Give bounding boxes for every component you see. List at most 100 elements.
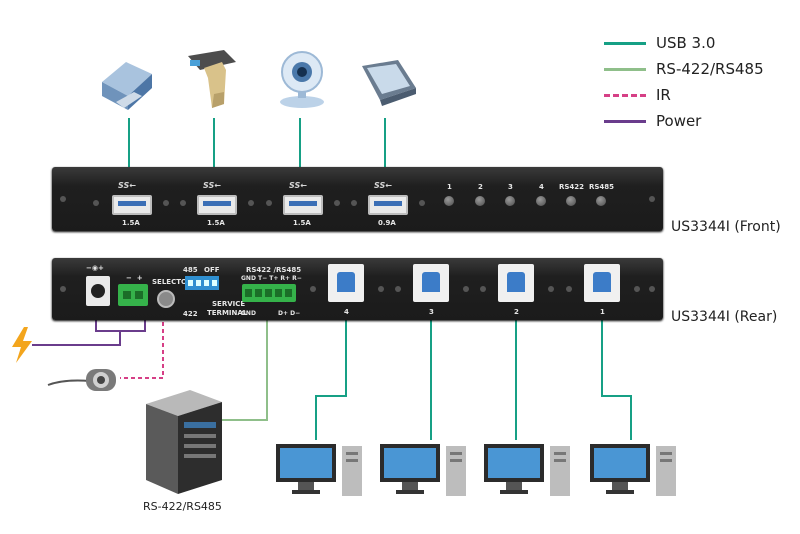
front-dot-1b — [163, 200, 169, 206]
led-rs422 — [566, 196, 576, 206]
selector-label: SELECTOR — [152, 278, 193, 286]
computer-icon — [276, 444, 362, 496]
led-label-rs485: RS485 — [589, 183, 615, 191]
power-terminal[interactable] — [118, 284, 148, 306]
rear-dot-4a — [310, 286, 316, 292]
led-label-4: 4 — [539, 183, 544, 191]
front-screw-left — [60, 196, 66, 202]
rear-usb-port-3[interactable] — [413, 264, 449, 302]
power-line-b — [32, 331, 121, 346]
dip-label-terminal: TERMINAL — [207, 309, 248, 317]
legend-usb: USB 3.0 — [604, 33, 715, 53]
legend-ir: IR — [604, 85, 671, 105]
barcode-scanner-icon — [188, 50, 236, 108]
legend-power-swatch — [604, 119, 646, 123]
dip-label-service: SERVICE — [212, 300, 246, 308]
led-rs485 — [596, 196, 606, 206]
front-dot-1a — [93, 200, 99, 206]
rear-panel: −◉+ − + SELECTOR 485 OFF 422 SERVICE TER… — [52, 258, 663, 320]
computer-icon — [590, 444, 676, 496]
dip-label-485: 485 — [183, 266, 198, 274]
ir-line — [120, 308, 164, 379]
usb-rating-1: 1.5A — [122, 219, 140, 227]
rear-usb-port-1[interactable] — [584, 264, 620, 302]
rear-dot-3a — [395, 286, 401, 292]
legend-rs-label: RS-422/RS485 — [656, 60, 764, 78]
front-dot-4b — [419, 200, 425, 206]
rear-dot-1b — [634, 286, 640, 292]
lightning-icon — [12, 327, 32, 363]
server-label: RS-422/RS485 — [143, 500, 222, 513]
rs-pins-bottom: D+ D− — [278, 310, 301, 317]
led-3 — [505, 196, 515, 206]
rear-port-label-2: 2 — [514, 308, 519, 316]
led-label-2: 2 — [478, 183, 483, 191]
legend-usb-label: USB 3.0 — [656, 34, 716, 52]
usb-rating-3: 1.5A — [293, 219, 311, 227]
rear-usb-port-4[interactable] — [328, 264, 364, 302]
webcam-icon — [280, 51, 324, 108]
server-icon — [146, 390, 222, 494]
usb-line-rear-1 — [601, 310, 632, 440]
rear-port-label-4: 4 — [344, 308, 349, 316]
selector-jack[interactable] — [157, 290, 175, 308]
rear-port-label-3: 3 — [429, 308, 434, 316]
legend-rs: RS-422/RS485 — [604, 59, 764, 79]
power-jack[interactable] — [86, 276, 110, 306]
rs-title: RS422 /RS485 — [246, 266, 302, 274]
usb-logo-3: SS← — [289, 181, 307, 190]
usb-logo-1: SS← — [118, 181, 136, 190]
front-dot-4a — [351, 200, 357, 206]
rear-screw-left — [60, 286, 66, 292]
legend-power-label: Power — [656, 112, 702, 130]
front-dot-2a — [180, 200, 186, 206]
front-usb-port-3[interactable] — [283, 195, 323, 215]
rs-line — [222, 310, 268, 421]
front-dot-2b — [248, 200, 254, 206]
rear-dot-2b — [548, 286, 554, 292]
rear-dot-1a — [566, 286, 572, 292]
led-4 — [536, 196, 546, 206]
front-dot-3a — [266, 200, 272, 206]
usb-rating-4: 0.9A — [378, 219, 396, 227]
rear-panel-label: US3344I (Rear) — [671, 309, 778, 325]
ir-receiver-icon — [47, 369, 116, 391]
front-usb-port-1[interactable] — [112, 195, 152, 215]
front-panel-label: US3344I (Front) — [671, 219, 781, 235]
led-label-rs422: RS422 — [559, 183, 585, 191]
front-usb-port-4[interactable] — [368, 195, 408, 215]
dip-switch[interactable] — [185, 276, 219, 290]
legend-ir-swatch — [604, 93, 646, 97]
rear-port-label-1: 1 — [600, 308, 605, 316]
rear-dot-3b — [463, 286, 469, 292]
legend-power: Power — [604, 111, 701, 131]
dip-label-off: OFF — [204, 266, 220, 274]
legend-rs-swatch — [604, 67, 646, 71]
rs-gnd-label: GND — [241, 310, 256, 317]
power-symbol: −◉+ — [86, 264, 104, 272]
usb-logo-2: SS← — [203, 181, 221, 190]
rear-dot-4b — [378, 286, 384, 292]
led-label-3: 3 — [508, 183, 513, 191]
rear-usb-port-2[interactable] — [498, 264, 534, 302]
front-panel: SS← 1.5A SS← 1.5A SS← 1.5A SS← 0.9A 1 2 … — [52, 167, 663, 231]
computer-icon — [380, 444, 466, 496]
rs-pins-top: GND T− T+ R+ R− — [241, 275, 302, 282]
usb-rating-2: 1.5A — [207, 219, 225, 227]
legend-usb-swatch — [604, 41, 646, 45]
front-usb-port-2[interactable] — [197, 195, 237, 215]
led-2 — [475, 196, 485, 206]
legend-ir-label: IR — [656, 86, 671, 104]
front-dot-3b — [334, 200, 340, 206]
front-screw-right — [649, 196, 655, 202]
computer-icon — [484, 444, 570, 496]
dip-label-422: 422 — [183, 310, 198, 318]
usb-line-rear-4 — [315, 310, 347, 440]
hard-drive-icon — [102, 62, 152, 110]
led-label-1: 1 — [447, 183, 452, 191]
touchscreen-icon — [362, 60, 416, 106]
power-terminal-label: − + — [126, 274, 143, 282]
rear-screw-right — [649, 286, 655, 292]
rs-terminal[interactable] — [242, 284, 296, 302]
